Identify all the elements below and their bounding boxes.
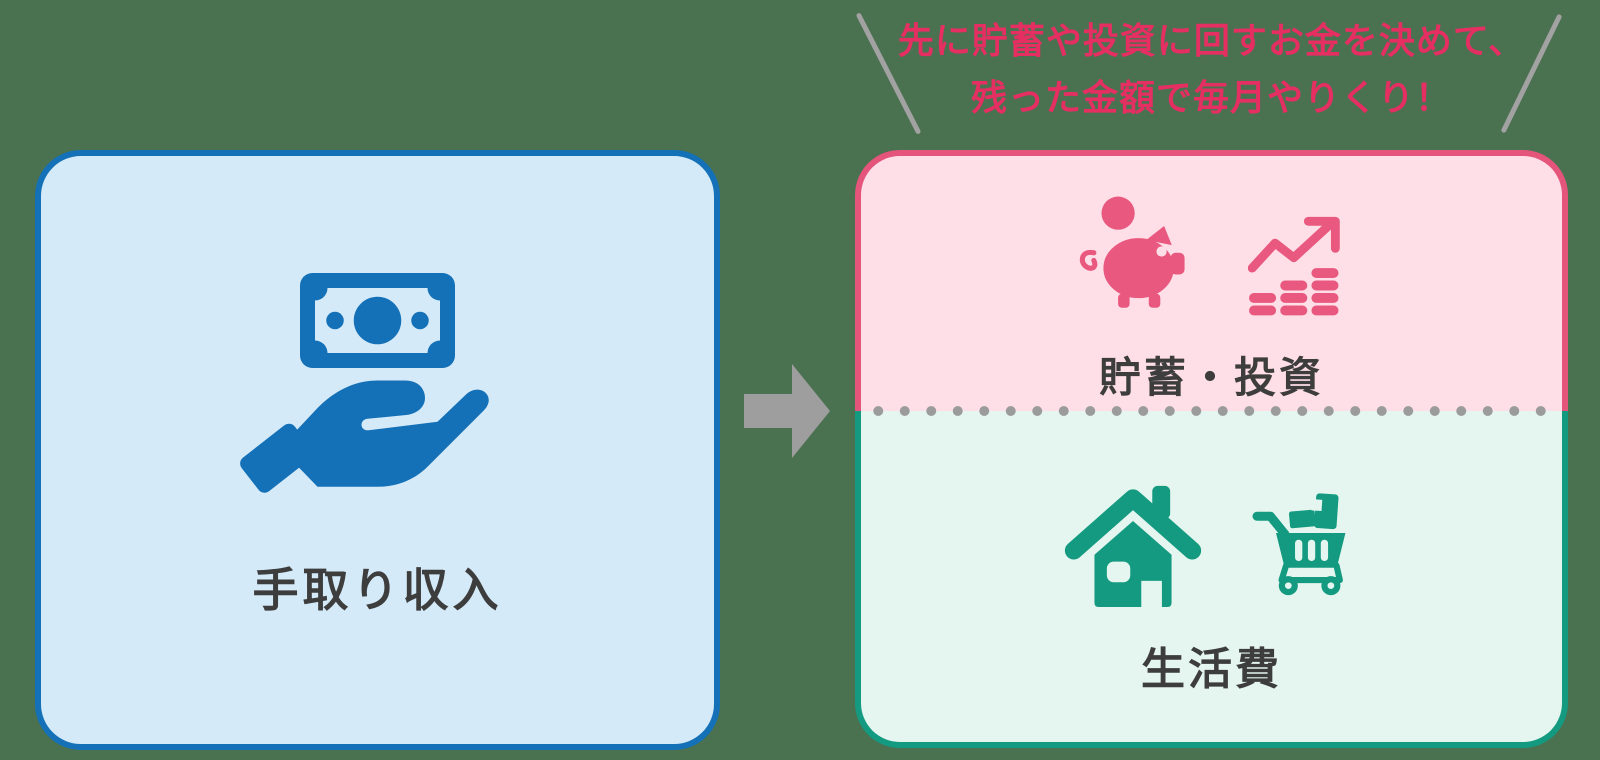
hand-holding-money-icon (240, 273, 489, 493)
savings-label: 貯蓄・投資 (1098, 354, 1324, 401)
arrow-right-icon (744, 364, 830, 458)
callout-headline: 先に貯蓄や投資に回すお金を決めて、 残った金額で毎月やりくり！ (855, 12, 1568, 126)
savings-icons-row (1072, 194, 1352, 318)
living-section: 生活費 (855, 411, 1568, 748)
savings-section: 貯蓄・投資 (855, 150, 1568, 411)
shopping-cart-icon (1251, 493, 1345, 596)
growth-chart-icon (1247, 216, 1340, 316)
piggy-bank-icon (1079, 196, 1185, 308)
house-icon (1064, 485, 1201, 607)
income-label: 手取り収入 (252, 564, 503, 616)
allocation-box: 貯蓄・投資 (855, 150, 1568, 748)
income-box: 手取り収入 (35, 150, 720, 750)
dotted-divider (865, 406, 1558, 416)
callout-line-1: 先に貯蓄や投資に回すお金を決めて、 (897, 20, 1526, 61)
living-label: 生活費 (1141, 645, 1282, 694)
living-icons-row (1064, 475, 1360, 607)
callout-line-2: 残った金額で毎月やりくり！ (970, 77, 1452, 118)
